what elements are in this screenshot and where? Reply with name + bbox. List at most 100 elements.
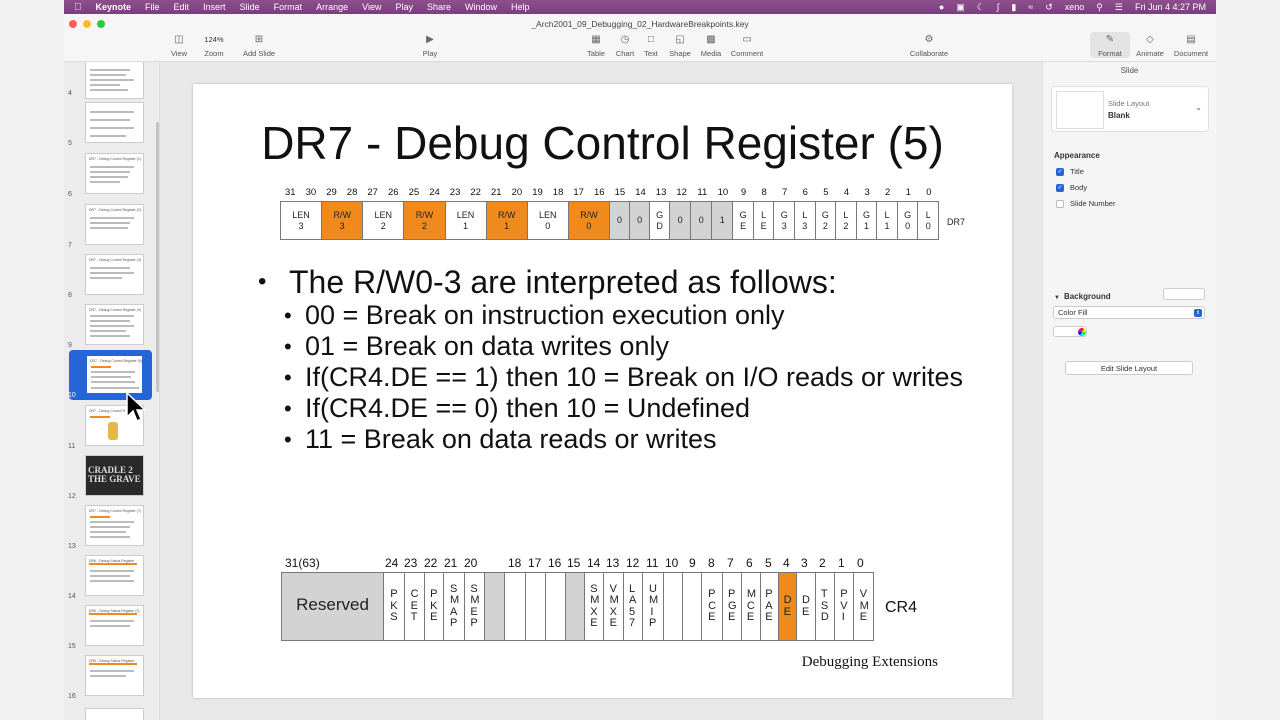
control-center-icon[interactable]: ☰: [1114, 1, 1123, 12]
zoom-window-button[interactable]: [97, 20, 105, 28]
dr7-field-label: G: [862, 209, 870, 220]
menu-play[interactable]: Play: [387, 2, 413, 12]
dr7-bit-number: 20: [511, 187, 523, 198]
cr4-field-label: VMXE: [609, 582, 621, 629]
format-button[interactable]: ✎Format: [1090, 32, 1130, 58]
dr7-bit-number: 29: [326, 187, 337, 198]
shape-button[interactable]: ◱Shape: [667, 34, 693, 58]
cr4-field: VMXE: [603, 572, 624, 641]
media-button[interactable]: ▩Media: [698, 34, 724, 58]
menu-insert[interactable]: Insert: [195, 2, 226, 12]
color-well[interactable]: [1053, 326, 1087, 337]
dr7-bit-number: 31: [285, 187, 296, 198]
dr7-bit-number: 30: [305, 187, 317, 198]
battery-icon[interactable]: ▮: [1011, 1, 1017, 12]
time-machine-icon[interactable]: ↺: [1045, 1, 1053, 12]
document-button[interactable]: ▤Document: [1173, 34, 1209, 58]
slide-layout-selector[interactable]: Slide Layout Blank ⌄: [1051, 86, 1209, 132]
slide-thumbnail[interactable]: [85, 62, 144, 99]
slide-thumbnail[interactable]: DR6 - Debug Status Register (2): [85, 605, 144, 646]
cr4-bit-number: 24: [385, 556, 399, 570]
animate-button[interactable]: ◇Animate: [1132, 34, 1168, 58]
clock[interactable]: Fri Jun 4 4:27 PM: [1134, 2, 1206, 12]
collaborate-button[interactable]: ⚙Collaborate: [909, 34, 949, 58]
add-slide-button[interactable]: ⊞Add Slide: [240, 34, 278, 58]
dr7-field-label: G: [904, 209, 912, 220]
view-button[interactable]: ◫View: [168, 34, 190, 58]
dr7-field-index: 3: [298, 220, 304, 231]
apple-icon[interactable]: : [74, 2, 82, 13]
menu-edit[interactable]: Edit: [166, 2, 190, 12]
slide-thumbnail-selected[interactable]: DR7 - Debug Control Register (5): [85, 354, 144, 395]
background-color-swatch[interactable]: [1163, 288, 1205, 300]
slide-title[interactable]: DR7 - Debug Control Register (5): [261, 117, 944, 169]
title-checkbox[interactable]: ✓Title: [1056, 167, 1084, 176]
slide-thumbnail[interactable]: DR7 - Debug Control Register (7): [85, 505, 144, 546]
cr4-bit-number: 12: [626, 556, 640, 570]
slide-number: 11: [68, 443, 76, 450]
slide-number-checkbox[interactable]: Slide Number: [1056, 199, 1115, 208]
slide-thumbnail[interactable]: DR6 - Debug Status Register: [85, 655, 144, 696]
slide-thumbnail[interactable]: [85, 102, 144, 143]
text-button[interactable]: □Text: [641, 34, 661, 58]
dr7-field-label: 0: [677, 215, 683, 225]
cr4-field-label: PGE: [728, 588, 739, 624]
navigator-scrollbar[interactable]: [156, 122, 159, 392]
dr7-bit-number: 1: [905, 187, 911, 198]
dr7-bit-number: 3: [864, 187, 870, 198]
search-icon[interactable]: ⚲: [1096, 1, 1103, 12]
cr4-field-label: UMIP: [648, 582, 661, 629]
menu-format[interactable]: Format: [266, 2, 303, 12]
dr7-bit-number: 12: [676, 187, 687, 198]
chart-button[interactable]: ◷Chart: [613, 34, 637, 58]
close-window-button[interactable]: [69, 20, 77, 28]
screen-icon[interactable]: ▣: [956, 1, 965, 12]
comment-button[interactable]: ▭Comment: [730, 34, 764, 58]
menu-help[interactable]: Help: [503, 2, 530, 12]
fill-type-select[interactable]: Color Fill⇕: [1053, 306, 1205, 319]
body-checkbox[interactable]: ✓Body: [1056, 183, 1088, 192]
dr7-field-label: L: [884, 209, 890, 220]
play-icon: ▶: [426, 34, 434, 45]
slide-body[interactable]: The R/W0-3 are interpreted as follows: 0…: [258, 264, 978, 455]
wifi-icon[interactable]: ≈: [1028, 2, 1034, 12]
zoom-button[interactable]: 124%Zoom: [204, 35, 224, 58]
inspector-tab-slide[interactable]: Slide: [1120, 66, 1139, 75]
user-menu[interactable]: xeno: [1064, 2, 1085, 12]
slide-thumbnail[interactable]: CRADLE 2 THE GRAVE: [85, 455, 144, 496]
app-menu[interactable]: Keynote: [88, 2, 132, 12]
slide-thumbnail[interactable]: DR7 - Debug Control Register (3): [85, 254, 144, 295]
diamond-icon: ◇: [1146, 34, 1154, 45]
menu-share[interactable]: Share: [419, 2, 451, 12]
edit-slide-layout-button[interactable]: Edit Slide Layout: [1065, 361, 1193, 375]
minimize-window-button[interactable]: [83, 20, 91, 28]
play-button[interactable]: ▶Play: [420, 34, 440, 58]
menu-bar:  Keynote File Edit Insert Slide Format …: [64, 0, 1216, 14]
background-heading[interactable]: ▼Background: [1054, 292, 1111, 301]
bluetooth-icon[interactable]: ∫: [996, 2, 1000, 12]
slide-thumbnail[interactable]: DR7 - Debug Control Register (1): [85, 153, 144, 194]
menu-arrange[interactable]: Arrange: [308, 2, 348, 12]
slide-thumbnail[interactable]: DR6 - Debug Status Register: [85, 555, 144, 596]
menu-window[interactable]: Window: [457, 2, 497, 12]
moon-icon[interactable]: ☾: [976, 1, 985, 12]
dr7-field-label: L: [843, 209, 849, 220]
menu-file[interactable]: File: [137, 2, 160, 12]
menu-view[interactable]: View: [354, 2, 381, 12]
table-button[interactable]: ▦Table: [584, 34, 608, 58]
slide-thumbnail[interactable]: [85, 708, 144, 720]
record-icon[interactable]: ●: [938, 2, 945, 12]
slide-thumbnail[interactable]: DR7 - Debug Control Register (4): [85, 304, 144, 345]
slide-thumbnail[interactable]: DR7 - Debug Control Register (2): [85, 204, 144, 245]
menu-slide[interactable]: Slide: [232, 2, 260, 12]
